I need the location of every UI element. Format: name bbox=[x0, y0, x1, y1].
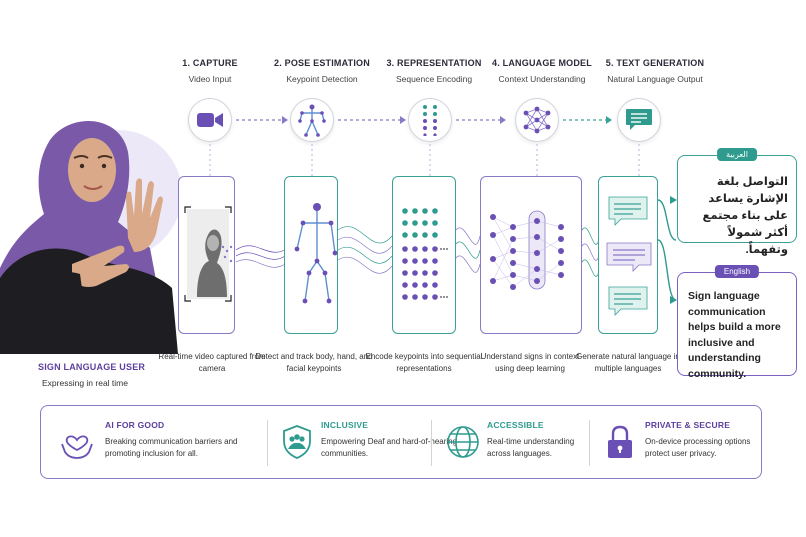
stage-1-description: Real-time video captured from camera bbox=[158, 352, 266, 373]
user-subtitle: Expressing in real time bbox=[42, 378, 128, 388]
globe-icon bbox=[447, 426, 479, 458]
feature-accessible-title: ACCESSIBLE bbox=[487, 420, 544, 430]
camera-frame-preview bbox=[184, 206, 233, 302]
chat-bubble-icon bbox=[626, 109, 652, 130]
stage-3-circle bbox=[408, 98, 452, 142]
stage-2-card bbox=[284, 176, 338, 334]
stage-5-title: 5. TEXT GENERATION bbox=[605, 58, 705, 68]
stage-3-header: 3. REPRESENTATION Sequence Encoding bbox=[374, 58, 494, 84]
stage-4-card bbox=[480, 176, 582, 334]
feature-accessible: ACCESSIBLE Real-time understanding acros… bbox=[487, 420, 597, 460]
stage-2-header: 2. POSE ESTIMATION Keypoint Detection bbox=[262, 58, 382, 84]
english-output-box: English Sign language communication help… bbox=[677, 265, 797, 380]
stage-4-subtitle: Context Understanding bbox=[498, 74, 586, 84]
feature-divider bbox=[267, 420, 268, 466]
neural-network-diagram bbox=[490, 210, 564, 290]
stage-1-title: 1. CAPTURE bbox=[182, 58, 238, 68]
feature-accessible-desc: Real-time understanding across languages… bbox=[487, 437, 575, 458]
video-camera-icon bbox=[197, 113, 223, 127]
stage-2-subtitle: Keypoint Detection bbox=[286, 74, 358, 84]
feature-divider bbox=[589, 420, 590, 466]
stage-1-header: 1. CAPTURE Video Input bbox=[150, 58, 270, 84]
stage-4-circle bbox=[515, 98, 559, 142]
feature-private-secure-title: PRIVATE & SECURE bbox=[645, 420, 731, 430]
heart-hands-icon bbox=[61, 435, 93, 459]
arabic-output-text: التواصل بلغة الإشارة يساعد على بناء مجتم… bbox=[702, 176, 788, 256]
stage-2-circle bbox=[290, 98, 334, 142]
stage-5-card bbox=[598, 176, 658, 334]
stage-1-subtitle: Video Input bbox=[188, 74, 232, 84]
stage-4-header: 4. LANGUAGE MODEL Context Understanding bbox=[482, 58, 602, 84]
feature-private-secure-desc: On-device processing options protect use… bbox=[645, 437, 751, 458]
stage-3-description: Encode keypoints into sequential represe… bbox=[365, 352, 483, 373]
stage-1-circle bbox=[188, 98, 232, 142]
feature-inclusive-title: INCLUSIVE bbox=[321, 420, 369, 430]
stage-1-card bbox=[178, 176, 235, 334]
feature-inclusive: INCLUSIVE Empowering Deaf and hard-of-he… bbox=[321, 420, 461, 460]
stage-5-subtitle: Natural Language Output bbox=[607, 74, 703, 84]
english-language-badge: English bbox=[714, 265, 760, 278]
stage-4-description: Understand signs in context using deep l… bbox=[480, 352, 580, 373]
feature-ai-for-good-title: AI FOR GOOD bbox=[105, 420, 165, 430]
stage-5-circle bbox=[617, 98, 661, 142]
stage-3-title: 3. REPRESENTATION bbox=[386, 58, 482, 68]
pipeline-connectors bbox=[209, 116, 677, 304]
stage-5-header: 5. TEXT GENERATION Natural Language Outp… bbox=[595, 58, 715, 84]
user-title: SIGN LANGUAGE USER bbox=[38, 362, 146, 372]
stage-2-title: 2. POSE ESTIMATION bbox=[274, 58, 370, 68]
feature-ai-for-good: AI FOR GOOD Breaking communication barri… bbox=[105, 420, 245, 460]
shield-people-icon bbox=[283, 425, 311, 459]
stage-3-subtitle: Sequence Encoding bbox=[395, 74, 473, 84]
stage-3-card bbox=[392, 176, 456, 334]
message-bubbles bbox=[606, 196, 652, 316]
feature-divider bbox=[431, 420, 432, 466]
english-output-text: Sign language communication helps build … bbox=[688, 290, 781, 380]
pose-skeleton-figure bbox=[294, 203, 338, 304]
arabic-language-badge: العربية bbox=[717, 148, 757, 161]
feature-ai-for-good-desc: Breaking communication barriers and prom… bbox=[105, 437, 238, 458]
neural-network-icon bbox=[523, 106, 551, 134]
feature-inclusive-desc: Empowering Deaf and hard-of-hearing comm… bbox=[321, 437, 458, 458]
sequence-dots-icon bbox=[423, 105, 437, 136]
skeleton-icon bbox=[298, 104, 326, 137]
stage-4-title: 4. LANGUAGE MODEL bbox=[492, 58, 592, 68]
feature-private-secure: PRIVATE & SECURE On-device processing op… bbox=[645, 420, 757, 460]
lock-icon bbox=[608, 425, 632, 458]
stage-2-description: Detect and track body, hand, and facial … bbox=[255, 352, 373, 373]
keypoint-sequence-grid bbox=[402, 208, 448, 300]
stage-5-description: Generate natural language in multiple la… bbox=[576, 352, 680, 373]
sign-language-user-illustration bbox=[0, 120, 182, 354]
arabic-output-box: العربية التواصل بلغة الإشارة يساعد على ب… bbox=[677, 148, 797, 256]
feature-bar: AI FOR GOOD Breaking communication barri… bbox=[40, 405, 762, 479]
